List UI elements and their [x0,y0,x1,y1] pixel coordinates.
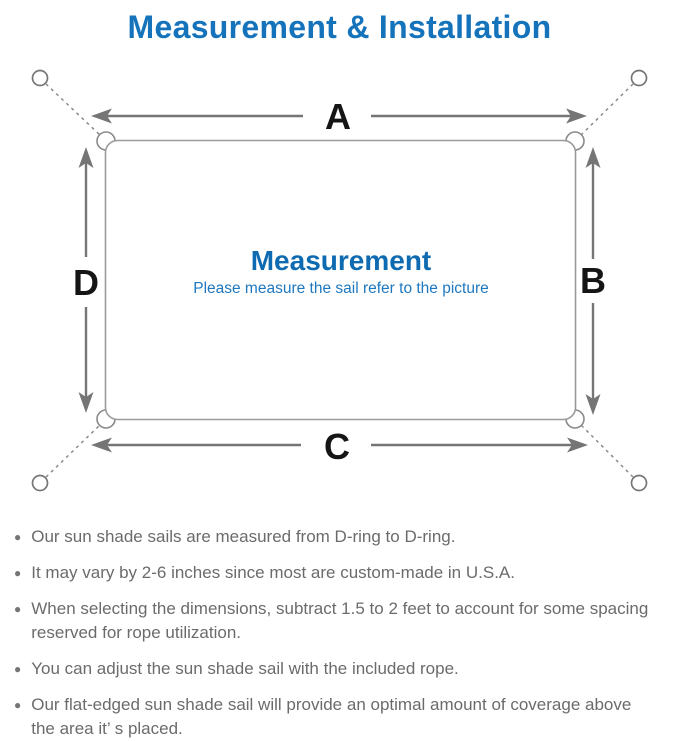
anchor-point-icon-top-left [31,69,49,87]
rope-dashed-line-top-left [45,83,102,137]
bullet-line: It may vary by 2-6 inches since most are… [31,563,515,582]
dimension-label-c: C [324,426,350,467]
list-item: ● You can adjust the sun shade sail with… [14,657,673,681]
anchor-point-icon-bottom-left [31,474,49,492]
list-item: ● When selecting the dimensions, subtrac… [14,597,673,645]
rope-dashed-line-top-right [579,83,634,137]
arrowhead-up-icon [585,147,601,168]
bullet-line: Our sun shade sails are measured from D-… [31,527,456,546]
bullet-icon: ● [14,530,22,544]
list-item: ● Our flat-edged sun shade sail will pro… [14,693,673,741]
diagram-center-title: Measurement [251,245,432,276]
bullet-line: When selecting the dimensions, subtract … [31,599,649,618]
list-item: ● It may vary by 2-6 inches since most a… [14,561,673,585]
bullet-line: reserved for rope utilization. [31,623,242,642]
bullet-icon: ● [14,662,22,676]
arrowhead-down-icon [78,392,94,413]
dimension-label-b: B [580,260,606,301]
bullet-line: the area it’ s placed. [31,719,183,738]
measurement-diagram: A D B C Measurement Please measure the s… [31,69,648,492]
bullet-icon: ● [14,602,22,616]
bullet-icon: ● [14,698,22,712]
sail-rectangle [104,139,577,421]
arrowhead-down-icon [585,394,601,415]
anchor-point-icon-bottom-right [630,474,648,492]
bullet-icon: ● [14,566,22,580]
diagram-center-subtitle: Please measure the sail refer to the pic… [193,280,489,297]
rope-dashed-line-bottom-left [45,423,102,478]
dimension-label-a: A [325,96,351,137]
bullet-line: Our flat-edged sun shade sail will provi… [31,695,632,714]
dimension-label-d: D [73,262,99,303]
rope-dashed-line-bottom-right [579,423,634,478]
bullet-line: You can adjust the sun shade sail with t… [31,659,459,678]
arrowhead-left-icon [91,437,112,453]
arrowhead-right-icon [566,108,587,124]
page-title: Measurement & Installation [127,9,552,45]
arrowhead-up-icon [78,147,94,168]
arrowhead-left-icon [91,108,112,124]
notes-list: ● Our sun shade sails are measured from … [0,525,679,741]
anchor-point-icon-top-right [630,69,648,87]
arrowhead-right-icon [567,437,588,453]
list-item: ● Our sun shade sails are measured from … [14,525,673,549]
